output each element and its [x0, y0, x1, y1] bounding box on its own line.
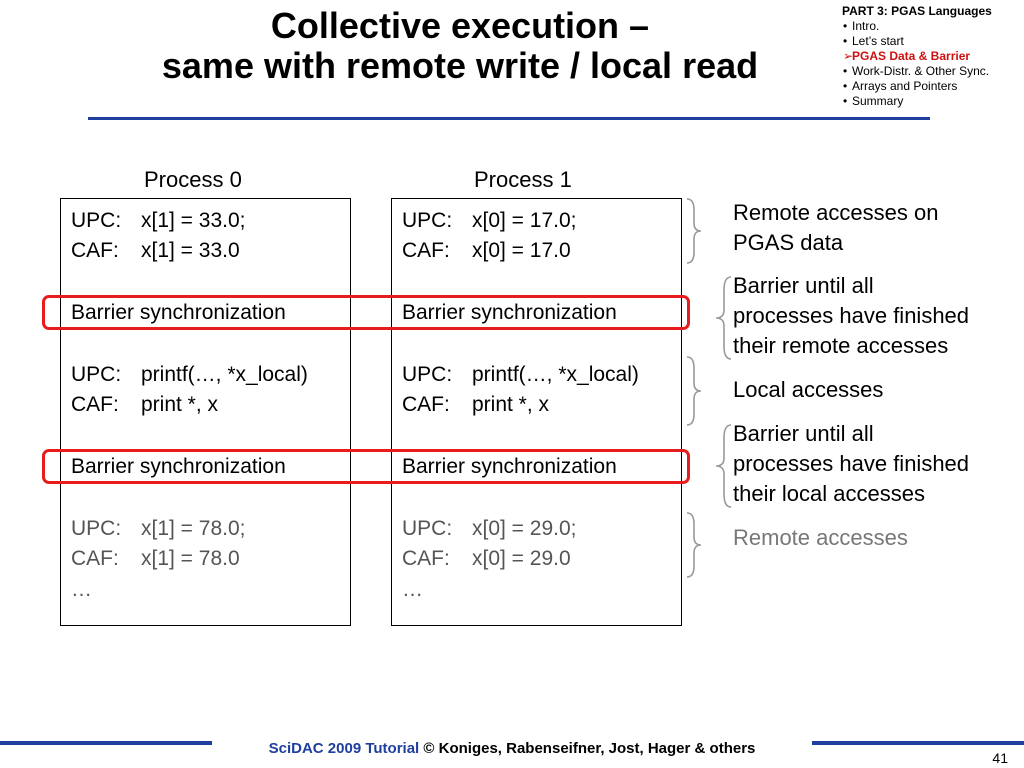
outline-header: PART 3: PGAS Languages	[842, 4, 992, 18]
outline-item-label: Summary	[852, 94, 904, 108]
outline-item-intro[interactable]: • Intro.	[842, 19, 992, 34]
note-local-accesses: Local accesses	[733, 377, 884, 402]
process-1-code-box: UPC:x[0] = 17.0; CAF:x[0] = 17.0 Barrier…	[391, 198, 682, 626]
left-brace-icon	[715, 276, 732, 360]
p0-upc-local-read: UPC:printf(…, *x_local)	[71, 363, 308, 386]
bullet-icon: •	[843, 19, 848, 33]
outline-item-label: Intro.	[852, 19, 880, 33]
p0-upc-remote-write: UPC:x[1] = 33.0;	[71, 209, 246, 232]
right-brace-icon	[686, 198, 702, 264]
process-0-code-box: UPC:x[1] = 33.0; CAF:x[1] = 33.0 Barrier…	[60, 198, 351, 626]
bullet-icon: •	[843, 94, 848, 108]
p0-caf-remote-write-2: CAF:x[1] = 78.0	[71, 547, 240, 570]
bullet-icon: •	[843, 34, 848, 48]
arrow-bullet-icon: ➢	[843, 49, 854, 63]
bullet-icon: •	[843, 64, 848, 78]
slide-title-line2: same with remote write / local read	[161, 45, 759, 86]
p1-caf-remote-write: CAF:x[0] = 17.0	[402, 239, 571, 262]
outline-item-arrays-pointers[interactable]: • Arrays and Pointers	[842, 79, 992, 94]
footer-authors: © Koniges, Rabenseifner, Jost, Hager & o…	[419, 740, 756, 757]
p0-upc-remote-write-2: UPC:x[1] = 78.0;	[71, 517, 246, 540]
outline-item-label: Work-Distr. & Other Sync.	[852, 64, 990, 78]
footer-rule-left	[0, 741, 212, 745]
slide-title-line1: Collective execution –	[270, 5, 650, 46]
p1-upc-remote-write-2: UPC:x[0] = 29.0;	[402, 517, 577, 540]
page-number: 41	[992, 750, 1008, 766]
p0-barrier-2: Barrier synchronization	[71, 455, 286, 478]
p1-ellipsis: …	[402, 578, 423, 601]
note-barrier-remote: Barrier until all processes have finishe…	[733, 273, 970, 358]
right-brace-icon	[686, 512, 702, 578]
slide-title: Collective execution – same with remote …	[60, 6, 860, 86]
outline-item-label: PGAS Data & Barrier	[852, 49, 971, 63]
title-divider	[88, 117, 930, 120]
section-outline: PART 3: PGAS Languages • Intro. • Let’s st…	[842, 4, 992, 109]
outline-item-summary[interactable]: • Summary	[842, 94, 992, 109]
p1-caf-local-read: CAF:print *, x	[402, 393, 550, 416]
process-0-label: Process 0	[144, 167, 242, 192]
outline-item-work-distr[interactable]: • Work-Distr. & Other Sync.	[842, 64, 992, 79]
p1-upc-local-read: UPC:printf(…, *x_local)	[402, 363, 639, 386]
bullet-icon: •	[843, 79, 848, 93]
p0-barrier-1: Barrier synchronization	[71, 301, 286, 324]
footer-credit: SciDAC 2009 Tutorial © Koniges, Rabensei…	[212, 740, 812, 758]
note-remote-accesses: Remote accesses on PGAS data	[733, 200, 939, 255]
outline-item-label: Arrays and Pointers	[852, 79, 958, 93]
p1-caf-remote-write-2: CAF:x[0] = 29.0	[402, 547, 571, 570]
outline-item-label: Let’s start	[852, 34, 904, 48]
barrier-1-highlight	[42, 295, 690, 330]
left-brace-icon	[715, 424, 732, 508]
outline-item-lets-start[interactable]: • Let’s start	[842, 34, 992, 49]
note-remote-accesses-2: Remote accesses	[733, 525, 908, 550]
p1-barrier-1: Barrier synchronization	[402, 301, 617, 324]
barrier-2-highlight	[42, 449, 690, 484]
p0-ellipsis: …	[71, 578, 92, 601]
right-brace-icon	[686, 356, 702, 426]
p1-upc-remote-write: UPC:x[0] = 17.0;	[402, 209, 577, 232]
p0-caf-local-read: CAF:print *, x	[71, 393, 219, 416]
p0-caf-remote-write: CAF:x[1] = 33.0	[71, 239, 240, 262]
p1-barrier-2: Barrier synchronization	[402, 455, 617, 478]
footer-rule-right	[812, 741, 1024, 745]
outline-item-pgas-data-barrier[interactable]: ➢PGAS Data & Barrier	[842, 49, 992, 64]
note-barrier-local: Barrier until all processes have finishe…	[733, 421, 970, 506]
process-1-label: Process 1	[474, 167, 572, 192]
footer-brand: SciDAC 2009 Tutorial	[268, 740, 420, 757]
